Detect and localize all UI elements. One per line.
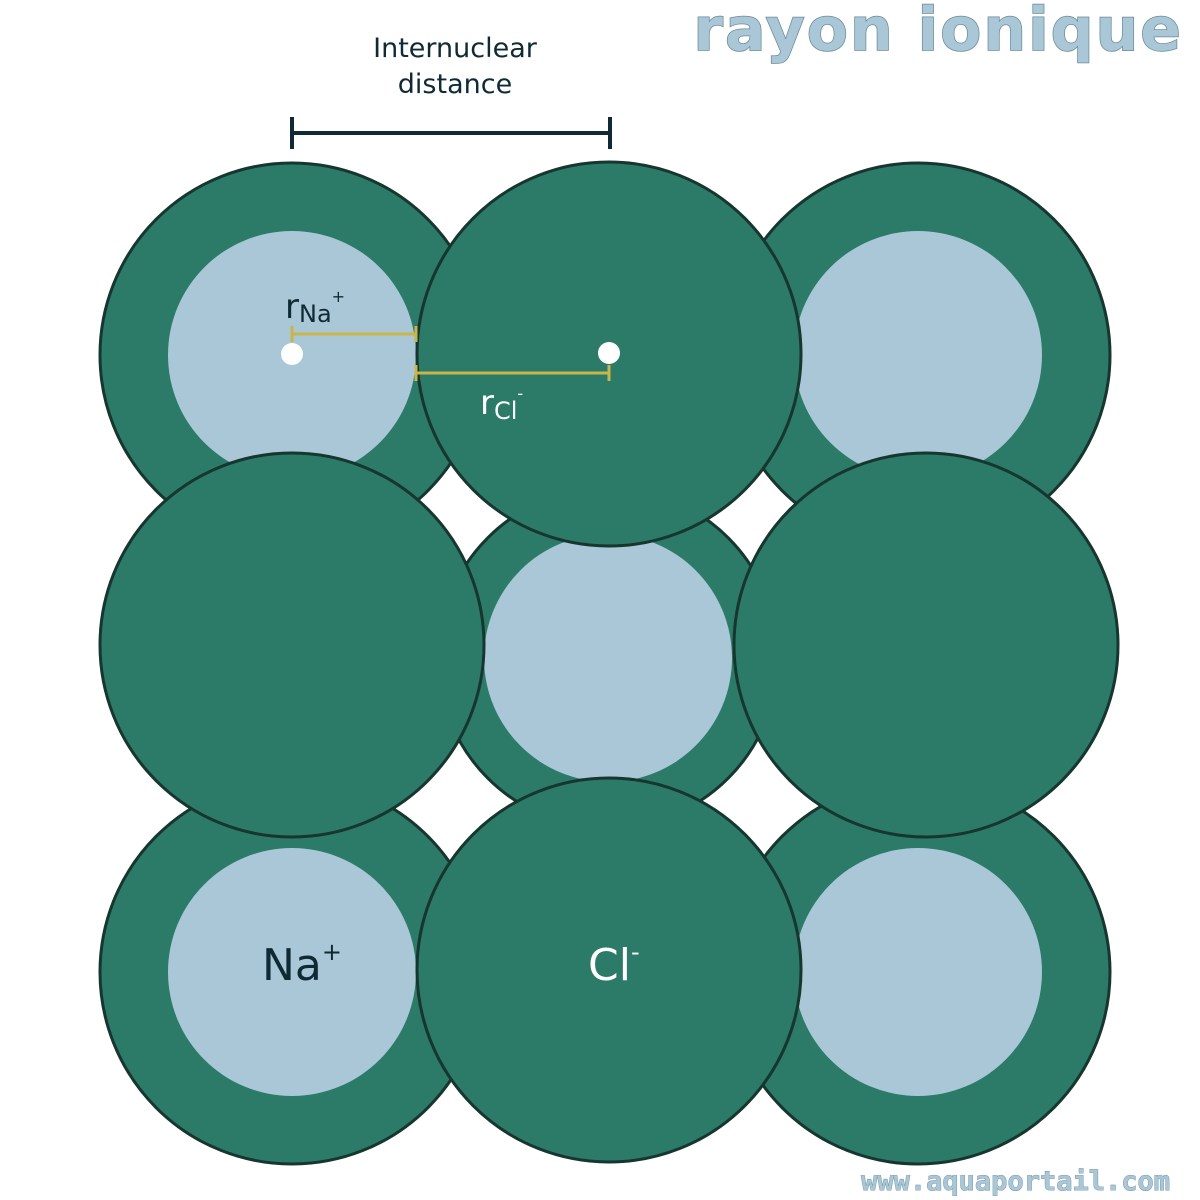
na-ion-top-right	[724, 161, 1112, 549]
r-na-label: rNa+	[285, 287, 345, 328]
na-nucleus-dot	[281, 343, 303, 365]
cl-ion-middle-left	[98, 451, 486, 839]
cl-nucleus-dot	[598, 342, 620, 364]
cl-ion-middle-right	[732, 451, 1120, 839]
na-ion-bottom-left	[98, 778, 486, 1166]
watermark: www.aquaportail.com	[861, 1166, 1170, 1197]
na-ion-label: Na+	[262, 938, 342, 991]
na-ion-center	[436, 486, 780, 830]
internuclear-label-line1: Internuclear	[373, 33, 538, 64]
r-cl-label: rCl-	[480, 383, 523, 425]
r-na-radius-line	[290, 326, 418, 342]
cl-ion-bottom-center	[415, 776, 803, 1164]
r-cl-radius-line	[414, 365, 611, 381]
internuclear-distance-bracket	[290, 117, 612, 149]
cl-ion-label: Cl-	[588, 938, 640, 991]
internuclear-label-line2: distance	[398, 69, 512, 100]
title: rayon ionique	[693, 0, 1183, 65]
